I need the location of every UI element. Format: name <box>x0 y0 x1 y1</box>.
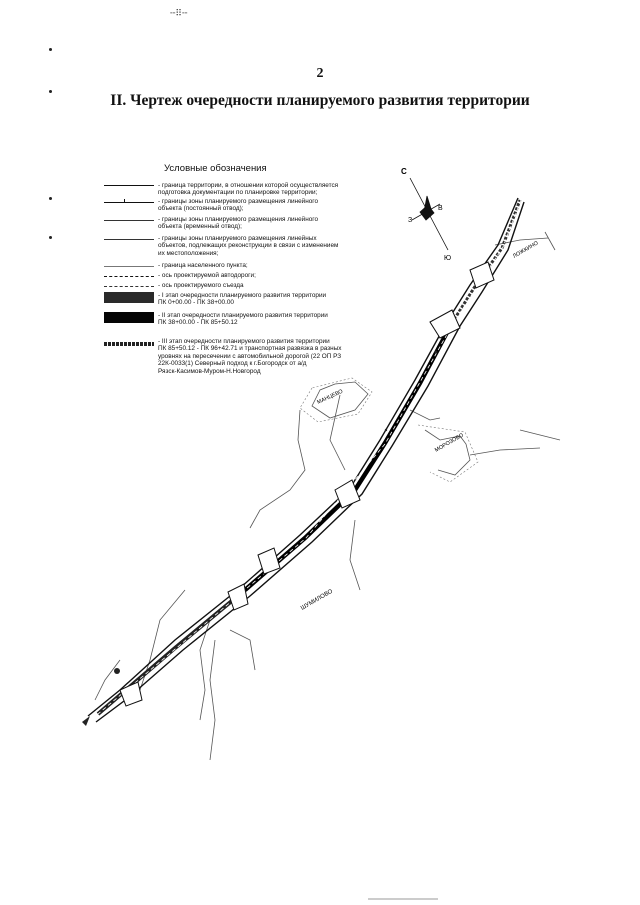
legend-item-exit-axis: - ось проектируемого съезда <box>104 282 394 294</box>
page-number: 2 <box>316 66 324 81</box>
legend-text: - II этап очередности планируемого разви… <box>158 312 328 327</box>
legend-swatch-line-tick <box>104 202 154 203</box>
legend-text: - границы зоны планируемого размещения л… <box>158 198 319 213</box>
map-label-village-bottom: ШУМИЛОВО <box>300 589 334 612</box>
map-label-village-mid-right: МОРОЗОВО <box>434 432 465 454</box>
legend-swatch-long-dash-line <box>104 286 154 287</box>
scan-mark: ╌⠿╌ <box>170 8 188 18</box>
legend-text: - граница территории, в отношении которо… <box>158 182 339 197</box>
road-axis <box>91 199 522 720</box>
compass-east-label: В <box>438 205 443 212</box>
compass-rose <box>409 177 449 251</box>
legend-text: - III этап очередности планируемого разв… <box>158 338 342 375</box>
legend-text: - ось проектируемой автодороги; <box>158 272 256 279</box>
legend-text: - ось проектируемого съезда <box>158 282 244 289</box>
legend-item-reconstruction-zone: - границы зоны планируемого размещения л… <box>104 235 394 257</box>
legend-swatch-tick <box>124 199 125 203</box>
legend-text: - граница населенного пункта; <box>158 262 248 269</box>
legend-item-settlement-boundary: - граница населенного пункта; <box>104 262 394 274</box>
legend-item-stage-2: - II этап очередности планируемого разви… <box>104 312 394 327</box>
legend-item-stage-3: - III этап очередности планируемого разв… <box>104 338 394 375</box>
legend-swatch-thin-line <box>104 239 154 240</box>
legend-item-stage-1: - I этап очередности планируемого развит… <box>104 292 394 307</box>
margin-dot <box>49 90 52 93</box>
legend-item-permanent-zone: - границы зоны планируемого размещения л… <box>104 198 394 213</box>
legend-text: - границы зоны планируемого размещения л… <box>158 216 319 231</box>
legend-swatch-dash-line <box>104 276 154 277</box>
legend-swatch-dark-band <box>104 292 154 303</box>
legend-item-temporary-zone: - границы зоны планируемого размещения л… <box>104 216 394 231</box>
compass-south-label: Ю <box>444 255 451 262</box>
compass-west-label: З <box>408 217 412 224</box>
margin-dot <box>49 236 52 239</box>
legend-swatch-black-band <box>104 312 154 323</box>
legend-title: Условные обозначения <box>164 163 267 174</box>
map-label-village-mid-left: МАНЦЕВО <box>316 388 344 405</box>
margin-dot <box>49 197 52 200</box>
legend-item-territory-boundary: - граница территории, в отношении которо… <box>104 182 394 197</box>
settlement-boundary <box>299 377 479 483</box>
junctions <box>119 261 495 707</box>
page-title: II. Чертеж очередности планируемого разв… <box>110 92 530 109</box>
legend-text: - границы зоны планируемого размещения л… <box>158 235 339 257</box>
legend-swatch-thin-line <box>104 220 154 221</box>
legend-item-road-axis: - ось проектируемой автодороги; <box>104 272 394 284</box>
legend-swatch-thick-line <box>104 185 154 186</box>
legend-text: - I этап очередности планируемого развит… <box>158 292 327 307</box>
legend-swatch-hatched-band <box>104 342 154 346</box>
map-label-road-ne: ЛОЖКИНО <box>512 240 540 260</box>
margin-dot <box>49 48 52 51</box>
compass-north-label: С <box>401 167 407 176</box>
legend-swatch-thin-gray-line <box>104 266 154 267</box>
junction-marks <box>82 350 438 726</box>
